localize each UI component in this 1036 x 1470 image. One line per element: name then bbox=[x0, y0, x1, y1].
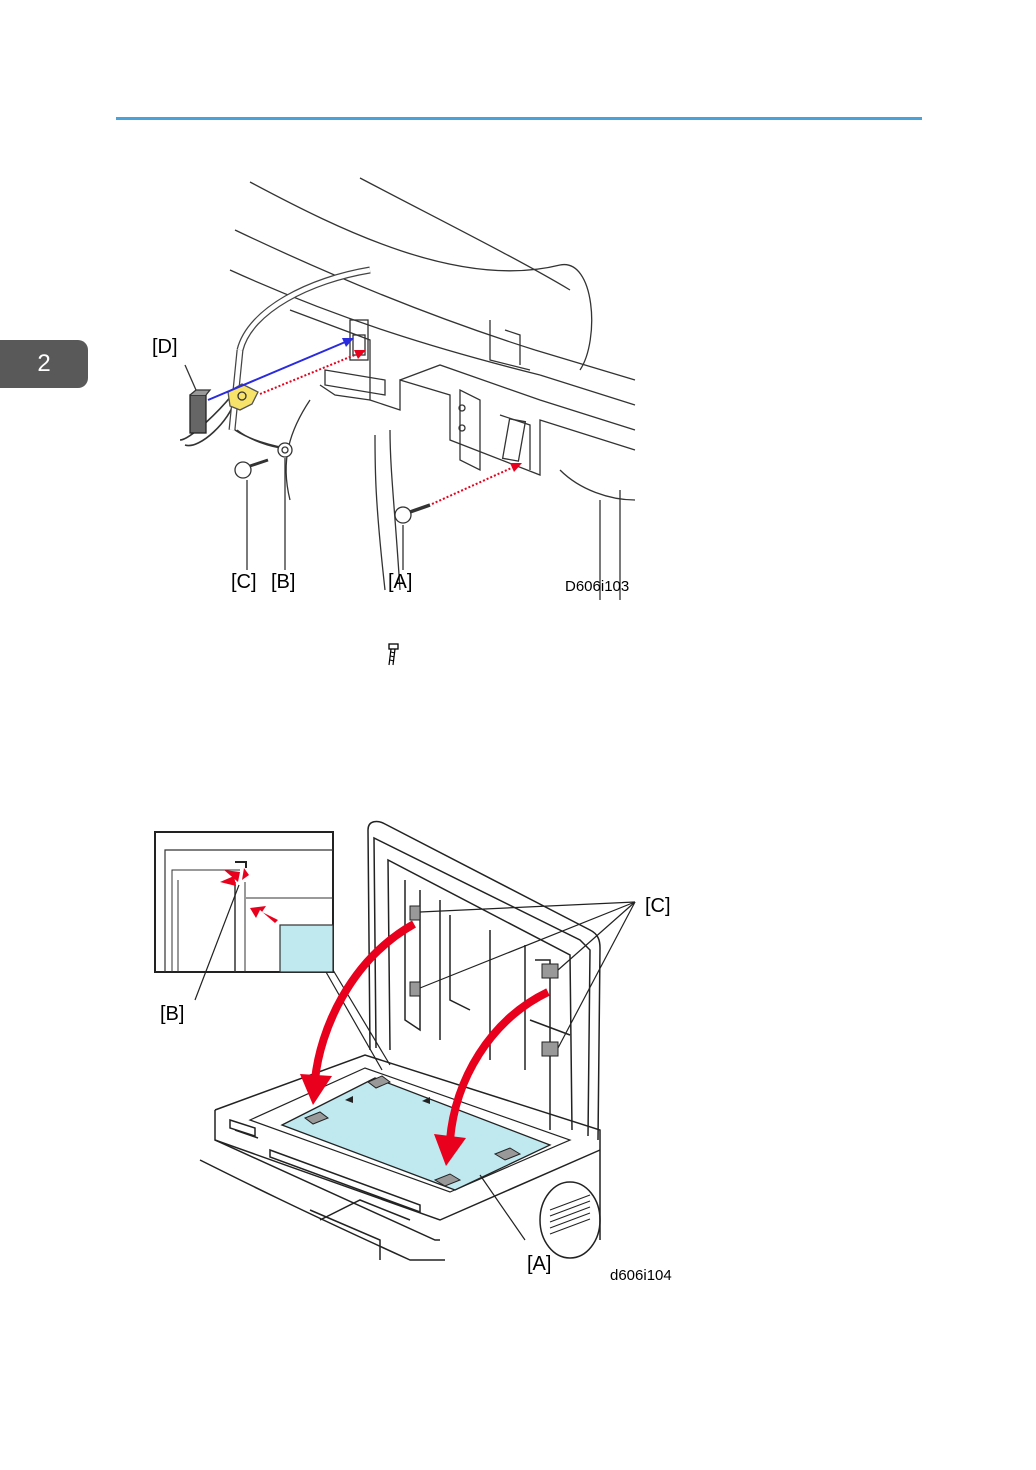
vent-grille bbox=[550, 1195, 590, 1234]
figure2-label-c: [C] bbox=[645, 895, 671, 917]
figure1-label-d: [D] bbox=[152, 336, 178, 358]
sheet-a bbox=[282, 1078, 550, 1190]
figure2-label-a: [A] bbox=[527, 1253, 551, 1275]
screw-icon bbox=[385, 643, 401, 667]
figure1-code: D606i103 bbox=[565, 578, 629, 595]
leader-d bbox=[185, 365, 196, 390]
body-outline bbox=[290, 310, 635, 475]
figure1-label-c: [C] bbox=[231, 571, 257, 593]
figure-2-illustration: [C] [B] [A] d606i104 bbox=[150, 820, 690, 1290]
chapter-tab: 2 bbox=[0, 340, 88, 388]
figure-1-illustration: [D] [C] [B] [A] D606i103 bbox=[140, 170, 640, 600]
leader-c bbox=[420, 902, 635, 1048]
leader-a bbox=[480, 1175, 525, 1240]
detail-inset bbox=[155, 832, 333, 972]
header-rule bbox=[116, 117, 922, 120]
chapter-number: 2 bbox=[37, 350, 50, 378]
insertion-arrows bbox=[208, 338, 522, 504]
figure1-label-b: [B] bbox=[271, 571, 295, 593]
figure1-label-a: [A] bbox=[388, 571, 412, 593]
figure2-code: d606i104 bbox=[610, 1267, 672, 1284]
figure2-label-b: [B] bbox=[160, 1003, 184, 1025]
